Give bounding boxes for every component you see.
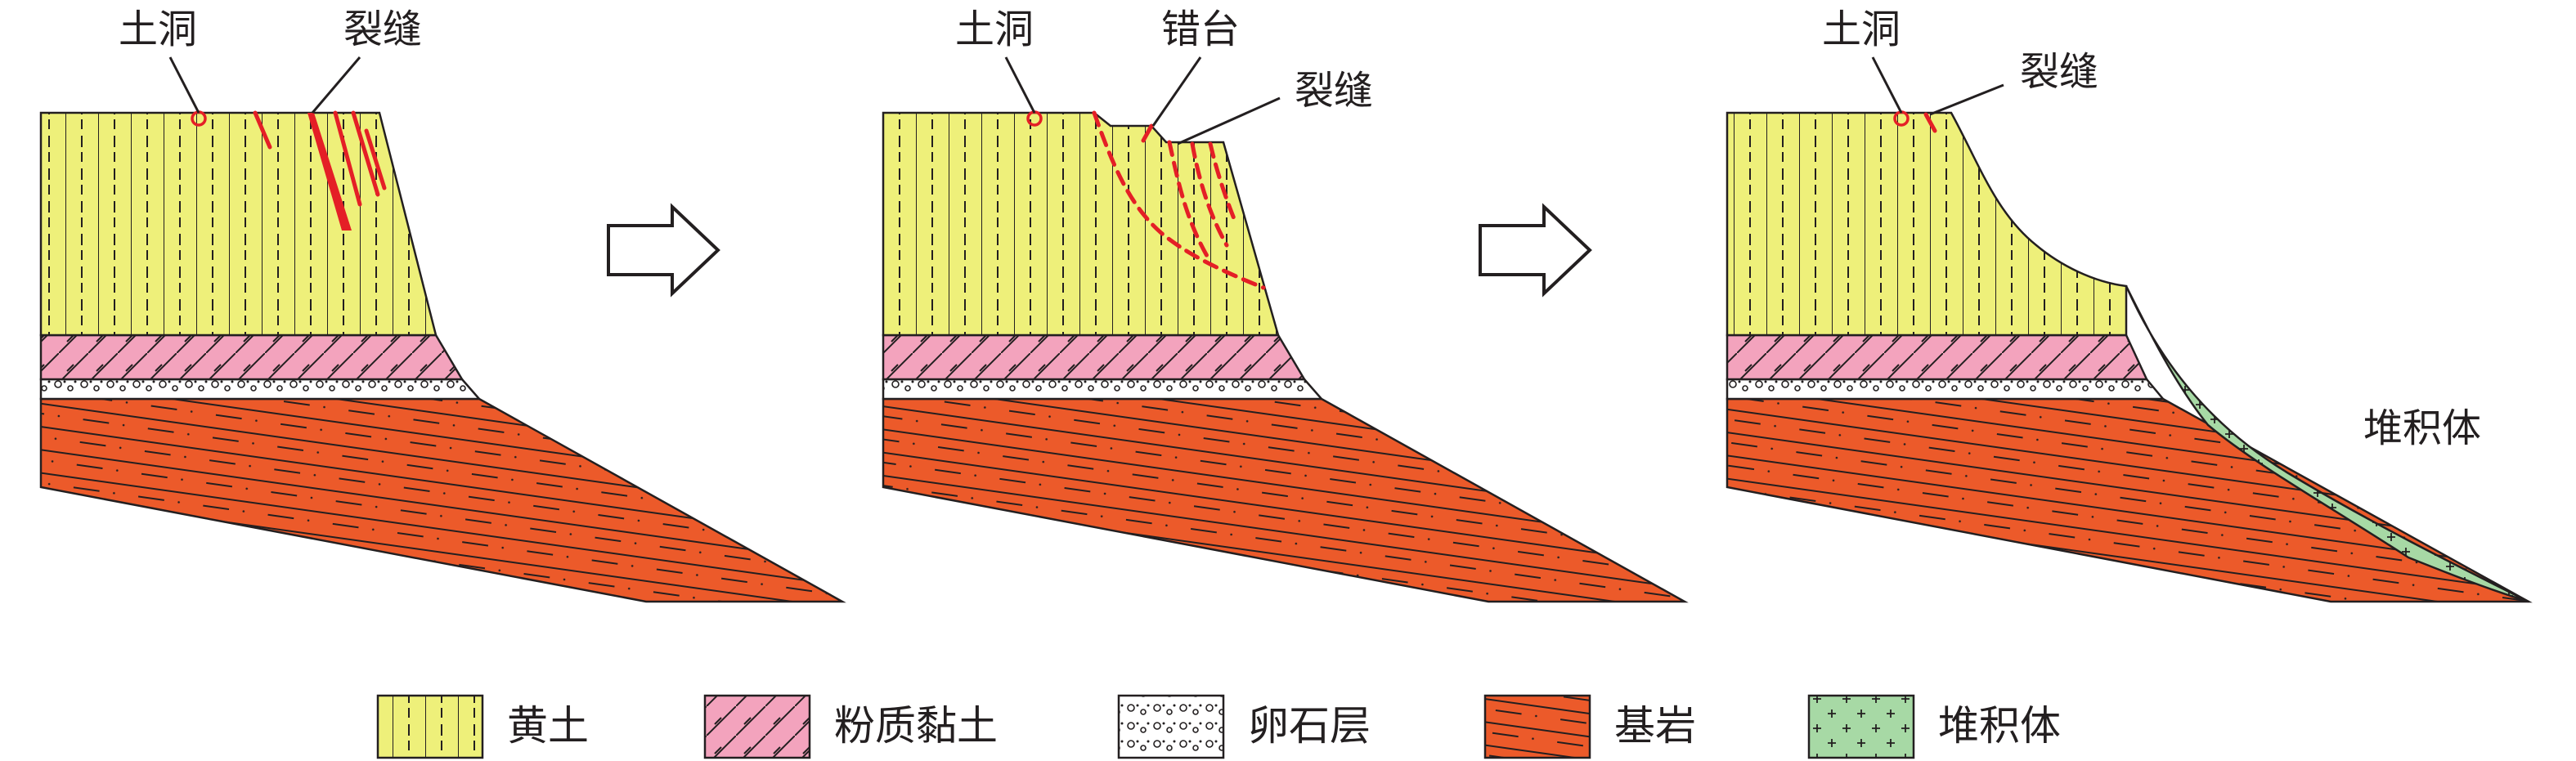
label-crack: 裂缝 — [2020, 49, 2098, 95]
cracks — [1092, 110, 1266, 290]
panel-3: 土洞 裂缝 堆积体 — [1726, 7, 2533, 603]
hole-leader-line — [1871, 56, 1903, 114]
loess-layer — [39, 111, 438, 337]
legend-swatch — [1117, 694, 1225, 759]
crack-leader-line — [1929, 83, 2004, 116]
legend-item-loess: 黄土 — [376, 694, 589, 759]
bedrock-layer — [39, 397, 846, 603]
legend-label: 粉质黏土 — [834, 702, 998, 750]
legend-item-deposit: 堆积体 — [1807, 694, 2061, 759]
legend-label: 卵石层 — [1248, 702, 1371, 750]
hole-leader-line — [1004, 56, 1036, 114]
pebble-layer — [882, 378, 1324, 401]
silty-clay-layer — [1726, 333, 2148, 381]
loess-layer — [882, 111, 1280, 337]
crack-leader-line — [311, 56, 361, 114]
label-hole: 土洞 — [1822, 7, 1901, 52]
pebble-layer — [39, 378, 482, 401]
pebble-layer — [1726, 378, 2165, 401]
label-step: 错台 — [1161, 7, 1240, 52]
legend-label: 堆积体 — [1938, 702, 2061, 750]
cracks — [253, 110, 387, 231]
legend: 黄土 粉质黏土 卵石层 基岩 堆积体 — [376, 694, 2061, 759]
panel-2: 土洞 错台 裂缝 — [882, 7, 1689, 603]
label-crack: 裂缝 — [343, 7, 422, 52]
legend-label: 黄土 — [507, 702, 589, 750]
label-deposit: 堆积体 — [2363, 405, 2481, 451]
crack-leader-line — [1177, 96, 1281, 145]
legend-swatch — [376, 694, 484, 759]
bedrock-layer — [882, 397, 1689, 603]
label-hole: 土洞 — [119, 7, 197, 52]
legend-swatch — [1807, 694, 1915, 759]
hole-leader-line — [168, 56, 200, 114]
silty-clay-layer — [39, 333, 464, 381]
step-leader-line — [1151, 56, 1202, 127]
label-crack: 裂缝 — [1295, 68, 1373, 114]
panel-1: 土洞 裂缝 — [39, 7, 846, 603]
legend-item-silty-clay: 粉质黏土 — [703, 694, 998, 759]
process-arrow — [607, 203, 720, 298]
silty-clay-layer — [882, 333, 1307, 381]
legend-swatch — [1483, 694, 1591, 759]
process-arrow — [1479, 203, 1592, 298]
legend-item-pebble: 卵石层 — [1117, 694, 1371, 759]
label-hole: 土洞 — [955, 7, 1034, 52]
legend-swatch — [703, 694, 811, 759]
loess-layer — [1726, 111, 2128, 337]
legend-item-bedrock: 基岩 — [1483, 694, 1696, 759]
crack — [1923, 112, 1937, 133]
deposit-layer — [2125, 285, 2529, 603]
legend-label: 基岩 — [1614, 702, 1696, 750]
